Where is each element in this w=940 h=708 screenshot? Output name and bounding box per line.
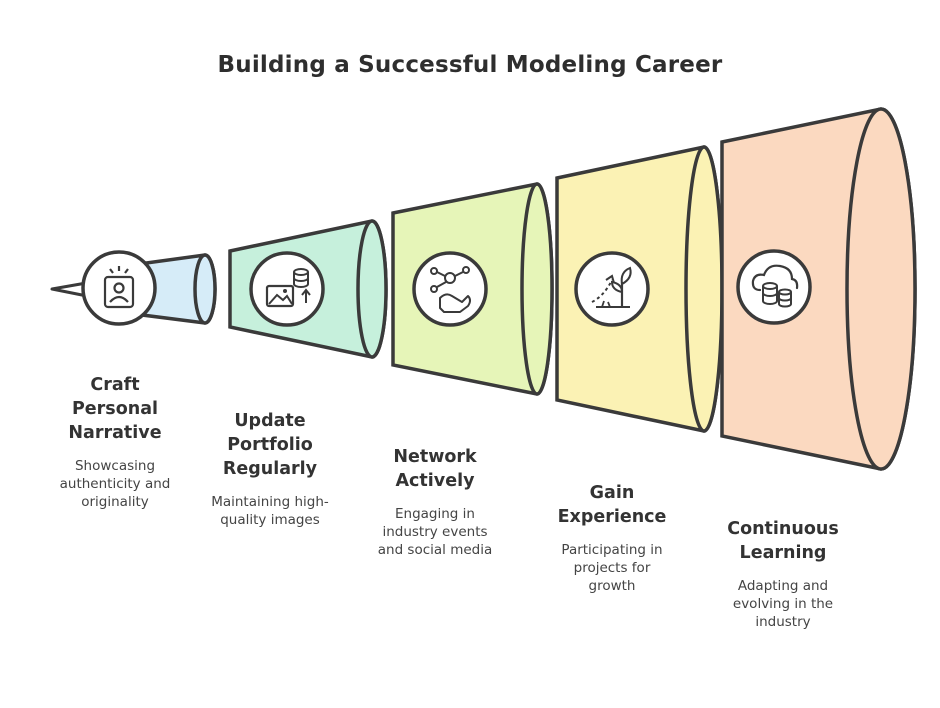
funnel-segment-5: [720, 107, 917, 471]
plant-growth-icon: [574, 251, 650, 327]
diagram-title: Building a Successful Modeling Career: [217, 52, 723, 78]
step-craft-personal-narrative: Craft Personal Narrative Showcasing auth…: [40, 373, 190, 511]
cloud-database-icon: [736, 249, 812, 325]
step-title: Network Actively: [393, 447, 477, 491]
funnel-segment-2-rim: [356, 219, 388, 359]
step-description: Engaging in industry events and social m…: [377, 506, 493, 558]
step-gain-experience: Gain Experience Participating in project…: [537, 481, 687, 595]
funnel-segment-3-rim: [520, 182, 554, 396]
funnel-segment-4-rim: [684, 145, 724, 433]
step-network-actively: Network Actively Engaging in industry ev…: [360, 445, 510, 559]
network-hand-icon: [412, 251, 488, 327]
step-title: Craft Personal Narrative: [68, 375, 162, 443]
step-description: Maintaining high- quality images: [211, 494, 329, 528]
step-description: Adapting and evolving in the industry: [732, 578, 834, 630]
step-continuous-learning: Continuous Learning Adapting and evolvin…: [703, 517, 863, 631]
step-title: Continuous Learning: [727, 519, 839, 563]
image-database-icon: [249, 251, 325, 327]
profile-badge-icon: [81, 250, 157, 326]
step-description: Participating in projects for growth: [561, 542, 663, 594]
step-title: Update Portfolio Regularly: [222, 411, 318, 479]
step-update-portfolio-regularly: Update Portfolio Regularly Maintaining h…: [195, 409, 345, 529]
step-title: Gain Experience: [557, 483, 667, 527]
step-description: Showcasing authenticity and originality: [59, 458, 171, 510]
funnel-segment-1-rim: [193, 253, 217, 325]
funnel-segment-5-rim: [845, 107, 917, 471]
funnel-segment-4: [555, 145, 724, 433]
